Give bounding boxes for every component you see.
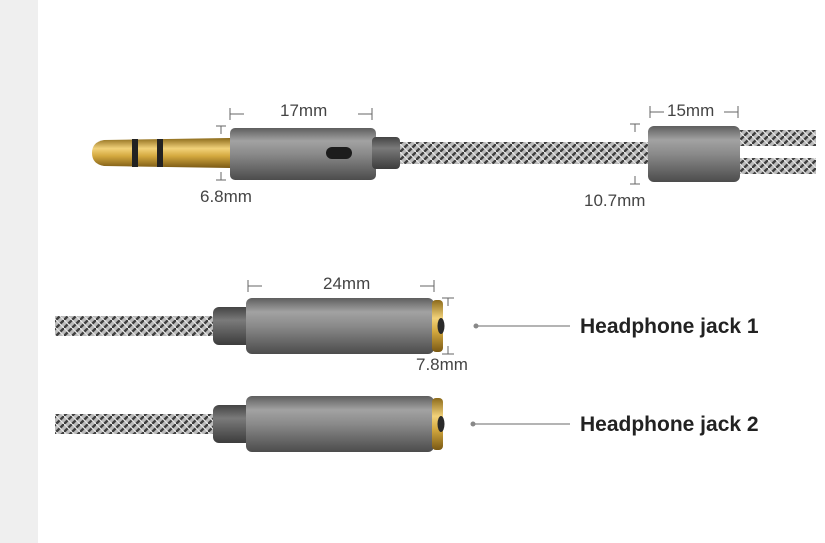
plug-assembly bbox=[92, 126, 816, 182]
jack-1-diameter-label: 7.8mm bbox=[416, 355, 468, 374]
jack-1-assembly bbox=[55, 298, 445, 354]
plug-housing bbox=[230, 128, 376, 180]
jack-1-strain-relief bbox=[213, 307, 253, 345]
jack-1-socket bbox=[437, 318, 445, 334]
jack-2-cable bbox=[55, 414, 217, 434]
jack-1-label: Headphone jack 1 bbox=[580, 315, 759, 338]
plug-diameter-label: 6.8mm bbox=[200, 187, 252, 206]
plug-button bbox=[326, 147, 352, 159]
jack-1-dimension-guides bbox=[247, 280, 570, 355]
plug-ring-2 bbox=[157, 139, 163, 167]
splitter-housing bbox=[648, 126, 740, 182]
jack-2-socket bbox=[437, 416, 445, 432]
jack-2-label: Headphone jack 2 bbox=[580, 413, 759, 436]
splitter-length-label: 15mm bbox=[667, 101, 714, 120]
plug-strain-relief bbox=[372, 137, 400, 169]
main-cable bbox=[398, 142, 650, 164]
plug-length-label: 17mm bbox=[280, 101, 327, 120]
split-cable-lower bbox=[736, 158, 816, 174]
jack-1-housing bbox=[246, 298, 434, 354]
jack-1-cable bbox=[55, 316, 217, 336]
jack-2-callout-dot bbox=[470, 421, 476, 427]
plug-ring-1 bbox=[132, 139, 138, 167]
split-cable-upper bbox=[736, 130, 816, 146]
jack-1-callout-dot bbox=[473, 323, 479, 329]
jack-2-housing bbox=[246, 396, 434, 452]
jack-1-length-label: 24mm bbox=[323, 274, 370, 293]
jack-2-strain-relief bbox=[213, 405, 253, 443]
left-side-panel bbox=[0, 0, 38, 543]
jack-2-assembly bbox=[55, 396, 570, 452]
splitter-height-label: 10.7mm bbox=[584, 191, 645, 210]
plug-dimension-guides bbox=[216, 106, 739, 185]
